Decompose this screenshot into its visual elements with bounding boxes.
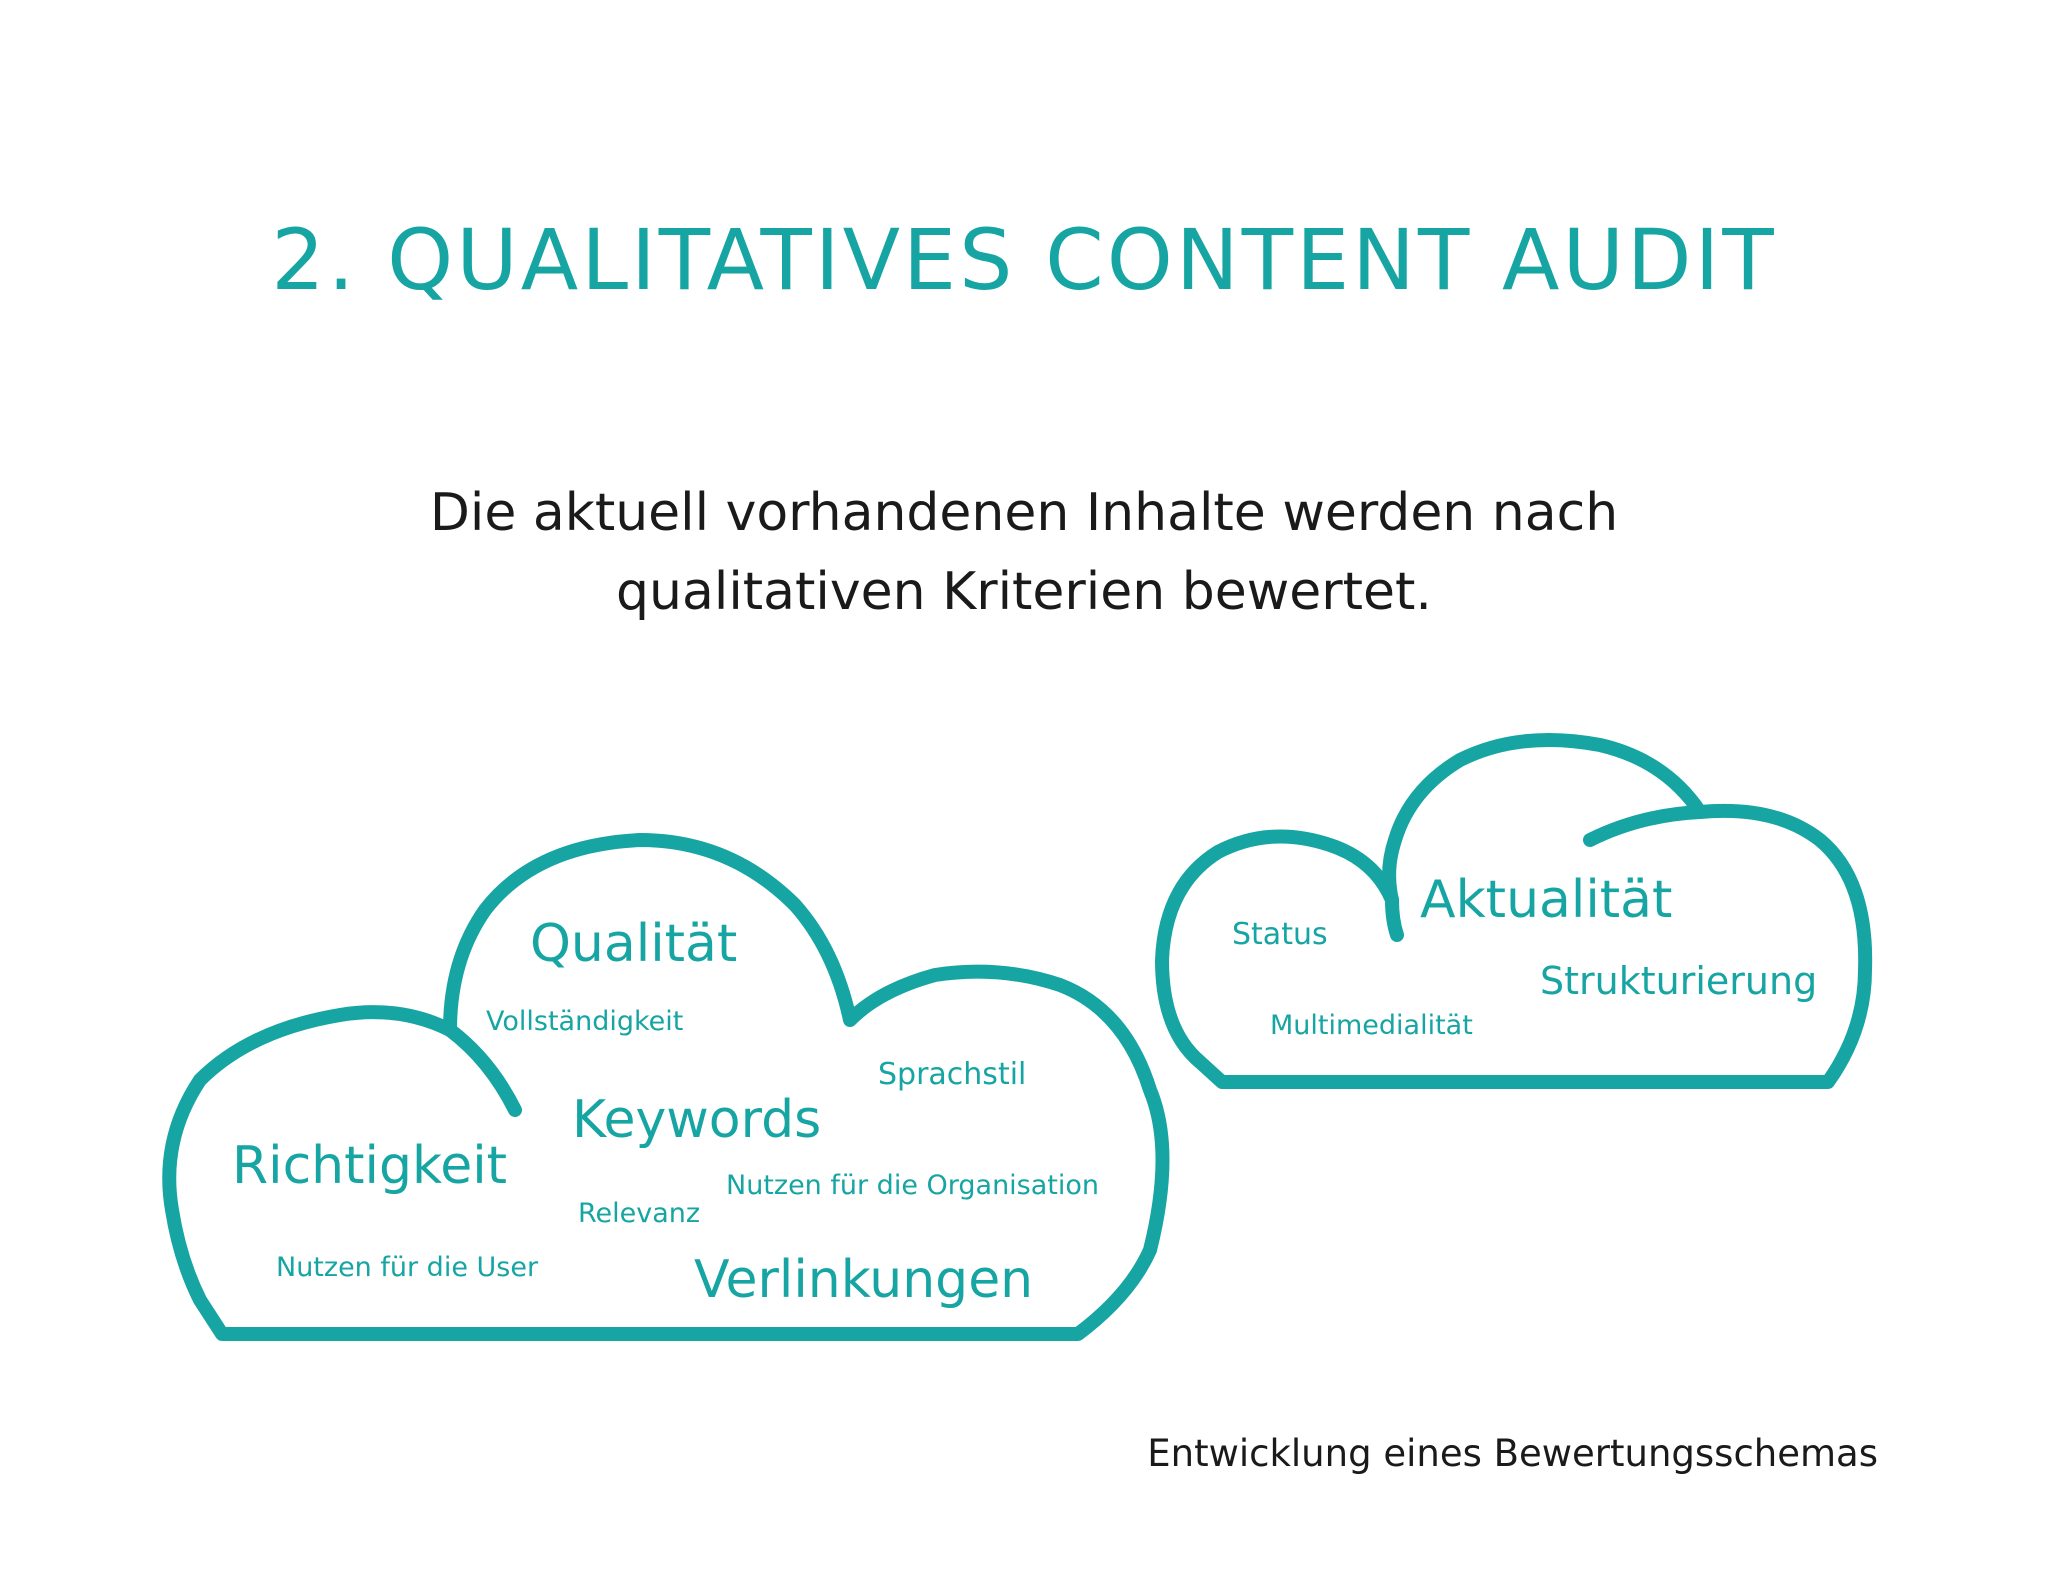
- cloud-right-inner-arc: [1583, 805, 1707, 847]
- word-nutzen-user: Nutzen für die User: [276, 1252, 539, 1283]
- word-vollstaendigkeit: Vollständigkeit: [486, 1006, 684, 1037]
- slide-footnote: Entwicklung eines Bewertungsschemas: [1147, 1432, 1878, 1475]
- subtitle-line-1: Die aktuell vorhandenen Inhalte werden n…: [429, 483, 1619, 543]
- word-status: Status: [1232, 917, 1328, 952]
- slide-title: 2. QUALITATIVES CONTENT AUDIT: [271, 211, 1777, 309]
- cloud-right-inner-arc-2: [1385, 893, 1404, 942]
- cloud-right-outline: [1155, 733, 1873, 1089]
- word-keywords: Keywords: [572, 1090, 822, 1150]
- cloud-left-outline: [162, 833, 1170, 1341]
- word-relevanz: Relevanz: [578, 1198, 701, 1229]
- word-richtigkeit: Richtigkeit: [232, 1136, 508, 1196]
- cloud-left-inner-arc: [443, 1023, 522, 1117]
- word-nutzen-organisation: Nutzen für die Organisation: [726, 1170, 1100, 1201]
- word-aktualitaet: Aktualität: [1420, 870, 1673, 930]
- subtitle-line-2: qualitativen Kriterien bewertet.: [616, 562, 1432, 622]
- word-verlinkungen: Verlinkungen: [694, 1250, 1034, 1310]
- word-qualitaet: Qualität: [530, 914, 738, 974]
- word-sprachstil: Sprachstil: [878, 1057, 1027, 1092]
- slide-subtitle: Die aktuell vorhandenen Inhalte werden n…: [0, 474, 2048, 632]
- word-strukturierung: Strukturierung: [1540, 959, 1818, 1003]
- word-multimedialitaet: Multimedialität: [1270, 1010, 1473, 1041]
